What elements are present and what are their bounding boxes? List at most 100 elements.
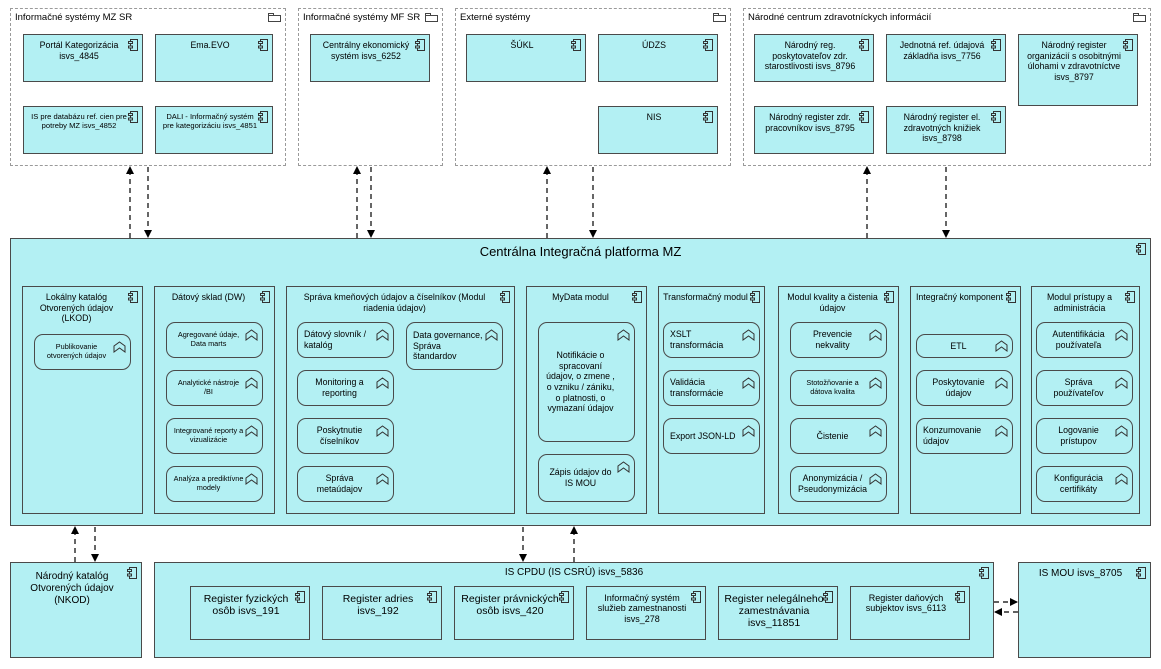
function-icon <box>869 377 882 389</box>
component-nr-el-kniziek[interactable]: Národný register el. zdravotných knižiek… <box>886 106 1006 154</box>
function-icon <box>995 377 1008 389</box>
component-label: Jednotná ref. údajová základňa isvs_7756 <box>899 40 985 61</box>
function-icon <box>376 473 389 485</box>
register-label: Register adries isvs_192 <box>342 593 414 618</box>
function-agregovane-udaje[interactable]: Agregované údaje, Data marts <box>166 322 263 358</box>
component-label: Národný register el. zdravotných knižiek… <box>903 112 981 144</box>
function-datovy-slovnik[interactable]: Dátový slovník / katalóg <box>297 322 394 358</box>
function-icon <box>869 329 882 341</box>
register-sluzieb-zamestnanosti[interactable]: Informačný systém služieb zamestnanosti … <box>586 586 706 640</box>
module-title: Dátový sklad (DW) <box>171 292 246 302</box>
function-sprava-metaudajov[interactable]: Správa metaúdajov <box>297 466 394 502</box>
function-icon <box>245 425 258 437</box>
function-anonymizacia[interactable]: Anonymizácia / Pseudonymizácia <box>790 466 887 502</box>
component-icon <box>415 39 425 51</box>
function-label: Notifikácie o spracovaní údajov, o zmene… <box>546 350 615 414</box>
function-label: Export JSON-LD <box>670 430 736 441</box>
component-icon <box>991 39 1001 51</box>
function-icon <box>617 329 630 341</box>
component-label: ŠÚKL <box>510 40 534 50</box>
component-icon <box>559 591 569 603</box>
component-icon <box>979 567 989 579</box>
component-udzs[interactable]: ÚDZS <box>598 34 718 82</box>
module-title: Modul kvality a čistenia údajov <box>787 292 878 313</box>
component-icon <box>632 291 642 303</box>
component-nkod[interactable]: Národný katalóg Otvorených údajov (NKOD) <box>10 562 142 658</box>
function-icon <box>742 377 755 389</box>
group-ext-title: Externé systémy <box>460 12 531 23</box>
component-nr-organizacii[interactable]: Národný register organizácií s osobitným… <box>1018 34 1138 106</box>
function-label: Data governance, Správa štandardov <box>413 330 483 362</box>
function-cistenie[interactable]: Čistenie <box>790 418 887 454</box>
function-autentifikacia[interactable]: Autentifikácia používateľa <box>1036 322 1133 358</box>
function-zapis-do-is-mou[interactable]: Zápis údajov do IS MOU <box>538 454 635 502</box>
register-nelegalneho-zamestnavania[interactable]: Register nelegálneho zamestnávania isvs_… <box>718 586 838 640</box>
component-nis[interactable]: NIS <box>598 106 718 154</box>
package-icon <box>425 13 438 22</box>
function-logovanie-pristupov[interactable]: Logovanie prístupov <box>1036 418 1133 454</box>
component-label: Portál Kategorizácia isvs_4845 <box>39 40 119 61</box>
group-nczi-title: Národné centrum zdravotníckych informáci… <box>748 12 932 23</box>
component-icon <box>691 591 701 603</box>
component-dali[interactable]: DALI - Informačný systém pre kategorizác… <box>155 106 273 154</box>
component-label: Národný register organizácií s osobitným… <box>1027 40 1121 82</box>
function-icon <box>869 473 882 485</box>
function-publikovanie[interactable]: Publikovanie otvorených údajov <box>34 334 131 370</box>
component-icon <box>750 291 760 303</box>
register-label: Register daňových subjektov isvs_6113 <box>865 593 947 614</box>
package-icon <box>1133 13 1146 22</box>
component-label: Ema.EVO <box>190 40 230 50</box>
function-poskytnutie-ciselnikov[interactable]: Poskytnutie číselníkov <box>297 418 394 454</box>
register-pravnickych-osob[interactable]: Register právnických osôb isvs_420 <box>454 586 574 640</box>
function-label: Poskytovanie údajov <box>932 377 985 398</box>
function-analyticke-nastroje[interactable]: Analytické nástroje /BI <box>166 370 263 406</box>
function-analyza-predikcia[interactable]: Analýza a prediktívne modely <box>166 466 263 502</box>
component-is-mou[interactable]: IS MOU isvs_8705 <box>1018 562 1151 658</box>
register-adries[interactable]: Register adries isvs_192 <box>322 586 442 640</box>
function-integrovane-reporty[interactable]: Integrované reporty a vizualizácie <box>166 418 263 454</box>
function-icon <box>245 473 258 485</box>
module-lkod[interactable]: Lokálny katalóg Otvorených údajov (LKOD) <box>22 286 143 514</box>
function-label: Integrované reporty a vizualizácie <box>173 426 244 444</box>
function-prevencie-nekvality[interactable]: Prevencie nekvality <box>790 322 887 358</box>
function-icon <box>995 425 1008 437</box>
component-icon <box>1136 567 1146 579</box>
function-data-governance[interactable]: Data governance, Správa štandardov <box>406 322 503 370</box>
component-portal-kategorizacia[interactable]: Portál Kategorizácia isvs_4845 <box>23 34 143 82</box>
function-xslt-transformacia[interactable]: XSLT transformácia <box>663 322 760 358</box>
function-icon <box>742 425 755 437</box>
function-label: XSLT transformácia <box>670 329 724 350</box>
component-icon <box>427 591 437 603</box>
component-nr-zdr-pracovnikov[interactable]: Národný register zdr. pracovníkov isvs_8… <box>754 106 874 154</box>
function-icon <box>376 377 389 389</box>
module-title: Správa kmeňových údajov a číselníkov (Mo… <box>303 292 486 313</box>
function-konfiguracia-certifikaty[interactable]: Konfigurácia certifikáty <box>1036 466 1133 502</box>
function-label: Prevencie nekvality <box>812 329 853 350</box>
component-jruz[interactable]: Jednotná ref. údajová základňa isvs_7756 <box>886 34 1006 82</box>
function-label: Dátový slovník / katalóg <box>304 329 367 350</box>
function-validacia-transformacie[interactable]: Validácia transformácie <box>663 370 760 406</box>
function-konzumovanie-udajov[interactable]: Konzumovanie údajov <box>916 418 1013 454</box>
component-label: IS MOU isvs_8705 <box>1038 568 1123 579</box>
register-fyzickych-osob[interactable]: Register fyzických osôb isvs_191 <box>190 586 310 640</box>
register-danovych-subjektov[interactable]: Register daňových subjektov isvs_6113 <box>850 586 970 640</box>
component-ema-evo[interactable]: Ema.EVO <box>155 34 273 82</box>
function-stotoznovanie[interactable]: Stotožňovanie a dátova kvalita <box>790 370 887 406</box>
function-poskytovanie-udajov[interactable]: Poskytovanie údajov <box>916 370 1013 406</box>
function-export-json-ld[interactable]: Export JSON-LD <box>663 418 760 454</box>
component-icon <box>500 291 510 303</box>
component-nrpzs[interactable]: Národný reg. poskytovateľov zdr. starost… <box>754 34 874 82</box>
component-is-ref-cien[interactable]: IS pre databázu ref. cien pre potreby MZ… <box>23 106 143 154</box>
function-label: ETL <box>950 340 967 351</box>
function-etl[interactable]: ETL <box>916 334 1013 358</box>
component-label: Národný reg. poskytovateľov zdr. starost… <box>764 40 856 72</box>
component-icon <box>884 291 894 303</box>
component-ces[interactable]: Centrálny ekonomický systém isvs_6252 <box>310 34 430 82</box>
component-sukl[interactable]: ŠÚKL <box>466 34 586 82</box>
function-monitoring-reporting[interactable]: Monitoring a reporting <box>297 370 394 406</box>
component-label: DALI - Informačný systém pre kategorizác… <box>162 112 258 131</box>
function-notifikacie[interactable]: Notifikácie o spracovaní údajov, o zmene… <box>538 322 635 442</box>
function-icon <box>245 329 258 341</box>
function-sprava-pouzivatelov[interactable]: Správa používateľov <box>1036 370 1133 406</box>
